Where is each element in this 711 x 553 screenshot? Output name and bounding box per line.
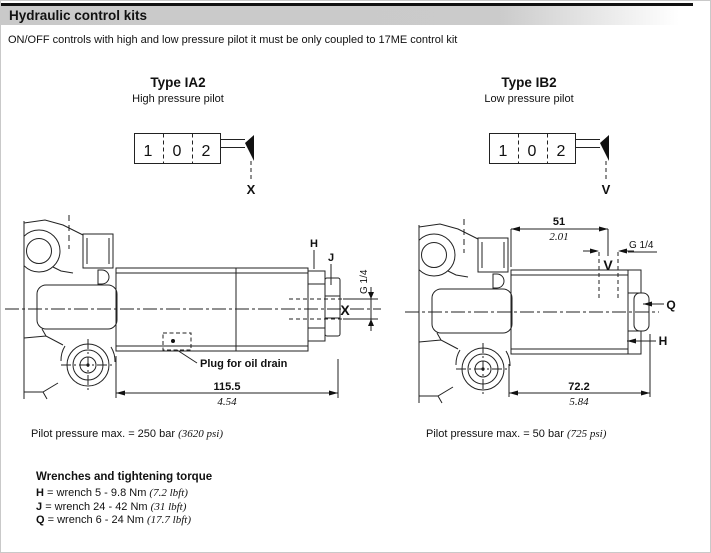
label-q: Q bbox=[666, 298, 675, 312]
symbol-box bbox=[134, 133, 221, 164]
thread-label: G 1/4 bbox=[359, 269, 370, 294]
wrench-item-q: Q = wrench 6 - 24 Nm (17.7 lbft) bbox=[36, 514, 212, 528]
ia2-type-title: Type IA2 bbox=[150, 75, 206, 90]
symbol-box bbox=[489, 133, 576, 164]
oil-drain-plug: Plug for oil drain bbox=[162, 332, 288, 370]
pressure-psi: (725 psi) bbox=[566, 428, 607, 440]
wrench-spec: = wrench 5 - 9.8 Nm bbox=[47, 487, 147, 499]
wrench-key: J bbox=[36, 500, 43, 513]
pilot-arrow bbox=[600, 135, 609, 161]
wrench-item-h: H = wrench 5 - 9.8 Nm (7.2 lbft) bbox=[36, 487, 212, 501]
ia2-valve-symbol: 1 0 2 X bbox=[134, 133, 256, 197]
ia2-pressure-note: Pilot pressure max. = 250 bar (3620 psi) bbox=[31, 428, 223, 440]
label-h: H bbox=[659, 334, 668, 348]
length-in: 5.84 bbox=[569, 396, 589, 408]
thread-dimension: G 1/4 bbox=[343, 269, 378, 331]
ia2-technical-drawing: G 1/4 H J X Plug for oil drain 115.5 4.5… bbox=[5, 215, 381, 408]
ib2-pilot-subtitle: Low pressure pilot bbox=[484, 93, 574, 105]
symbol-pos-2: 2 bbox=[557, 143, 566, 160]
port-label-x: X bbox=[340, 302, 350, 318]
ib2-valve-symbol: 1 0 2 V bbox=[489, 133, 611, 197]
wrench-imperial: (31 lbft) bbox=[150, 500, 187, 513]
cartridge-body bbox=[5, 267, 381, 352]
ia2-heading: Type IA2 High pressure pilot bbox=[103, 75, 253, 105]
ib2-heading: Type IB2 Low pressure pilot bbox=[454, 75, 604, 105]
intro-text: ON/OFF controls with high and low pressu… bbox=[8, 34, 458, 46]
length-dimension: 72.2 5.84 bbox=[508, 334, 651, 408]
cartridge-body bbox=[405, 269, 659, 355]
plug-note: Plug for oil drain bbox=[200, 358, 288, 370]
length-mm: 72.2 bbox=[568, 381, 589, 393]
thread-label: G 1/4 bbox=[629, 240, 654, 251]
symbol-pos-1: 1 bbox=[499, 143, 508, 160]
ib2-pressure-note: Pilot pressure max. = 50 bar (725 psi) bbox=[426, 428, 606, 440]
length-mm: 115.5 bbox=[214, 381, 241, 393]
page-title: Hydraulic control kits bbox=[9, 8, 148, 23]
length-dimension: 115.5 4.54 bbox=[115, 356, 339, 408]
wrench-section: Wrenches and tightening torque H = wrenc… bbox=[36, 471, 212, 528]
header-top-rule bbox=[1, 3, 693, 6]
symbol-port-v: V bbox=[602, 182, 611, 197]
pressure-psi: (3620 psi) bbox=[178, 428, 223, 440]
wrench-key: Q bbox=[36, 514, 45, 526]
offset-in: 2.01 bbox=[549, 231, 568, 243]
symbol-pos-0: 0 bbox=[173, 143, 182, 160]
port-label-v: V bbox=[603, 257, 613, 273]
wrench-imperial: (17.7 lbft) bbox=[146, 514, 191, 526]
v-port-dimension: G 1/4 V bbox=[583, 229, 657, 298]
symbol-port-x: X bbox=[247, 182, 256, 197]
symbol-pos-2: 2 bbox=[202, 143, 211, 160]
symbol-pos-0: 0 bbox=[528, 143, 537, 160]
label-h: H bbox=[310, 238, 318, 250]
ib2-technical-drawing: G 1/4 V 51 2.01 Q H 72.2 5.84 bbox=[405, 216, 676, 408]
wrench-key: H bbox=[36, 487, 44, 499]
pilot-arrow bbox=[245, 135, 254, 161]
wrench-imperial: (7.2 lbft) bbox=[149, 487, 188, 499]
offset-mm: 51 bbox=[553, 216, 565, 228]
label-j: J bbox=[328, 252, 334, 264]
page-header: Hydraulic control kits bbox=[1, 3, 693, 25]
valve-housing bbox=[23, 215, 118, 400]
header-bar: Hydraulic control kits bbox=[1, 6, 693, 25]
wrench-spec: = wrench 24 - 42 Nm bbox=[45, 500, 148, 513]
wrench-spec: = wrench 6 - 24 Nm bbox=[47, 514, 144, 526]
offset-dimension: 51 2.01 bbox=[510, 216, 608, 267]
wrench-item-j: J = wrench 24 - 42 Nm (31 lbft) bbox=[36, 501, 212, 515]
symbol-pos-1: 1 bbox=[144, 143, 153, 160]
length-in: 4.54 bbox=[217, 396, 237, 408]
valve-housing bbox=[418, 219, 513, 404]
wrench-heading: Wrenches and tightening torque bbox=[36, 471, 213, 483]
pressure-text: Pilot pressure max. = 250 bar bbox=[31, 428, 175, 440]
ia2-pilot-subtitle: High pressure pilot bbox=[132, 93, 224, 105]
pressure-text: Pilot pressure max. = 50 bar bbox=[426, 428, 564, 440]
ib2-type-title: Type IB2 bbox=[501, 75, 557, 90]
